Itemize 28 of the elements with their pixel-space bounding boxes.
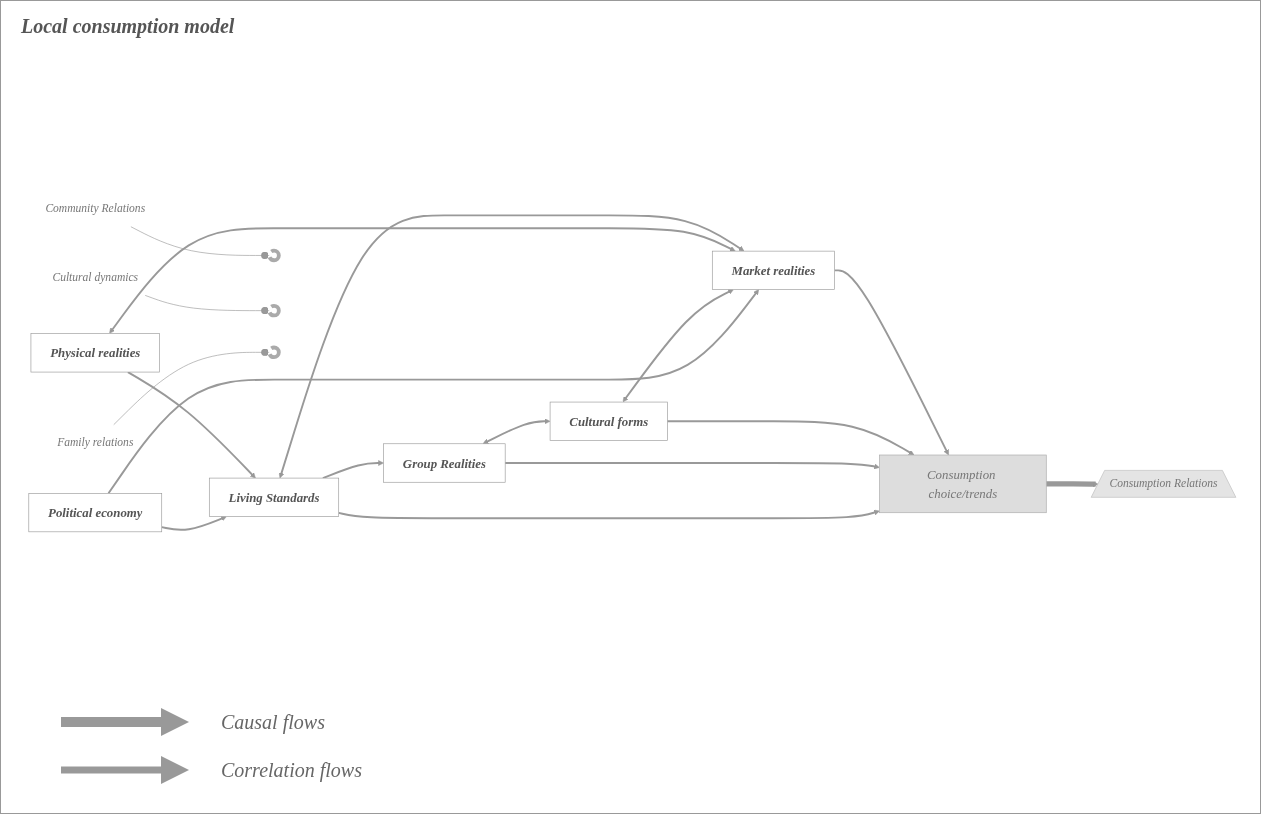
node-box: Physical realities	[30, 333, 160, 373]
node-box: Political economy	[28, 493, 163, 533]
legend-label: Correlation flows	[221, 758, 362, 782]
legend-label: Causal flows	[221, 710, 325, 734]
node-box: Consumption choice/trends	[879, 454, 1047, 514]
arrow	[1046, 481, 1099, 487]
node-circle	[267, 248, 281, 263]
arrow	[666, 420, 915, 456]
arrow	[278, 214, 745, 479]
arrow	[337, 509, 880, 520]
node-box: Market realities	[711, 250, 835, 290]
arrow	[622, 289, 734, 403]
arrow	[321, 460, 384, 480]
arrow	[160, 515, 227, 531]
arrow	[126, 371, 256, 479]
arrow	[107, 289, 759, 495]
diagram-title: Local consumption model	[21, 15, 235, 38]
node-box: Cultural forms	[549, 401, 668, 441]
node-text: Family relations	[57, 436, 134, 450]
arrow	[833, 269, 949, 456]
arrow	[504, 462, 880, 470]
node-circle	[267, 303, 281, 318]
node-box: Group Realities	[383, 443, 506, 483]
node-circle	[267, 345, 281, 360]
arrow	[482, 418, 551, 444]
node-text: Community Relations	[45, 201, 146, 215]
node-text: Cultural dynamics	[52, 270, 139, 284]
node-box: Living Standards	[209, 477, 340, 517]
